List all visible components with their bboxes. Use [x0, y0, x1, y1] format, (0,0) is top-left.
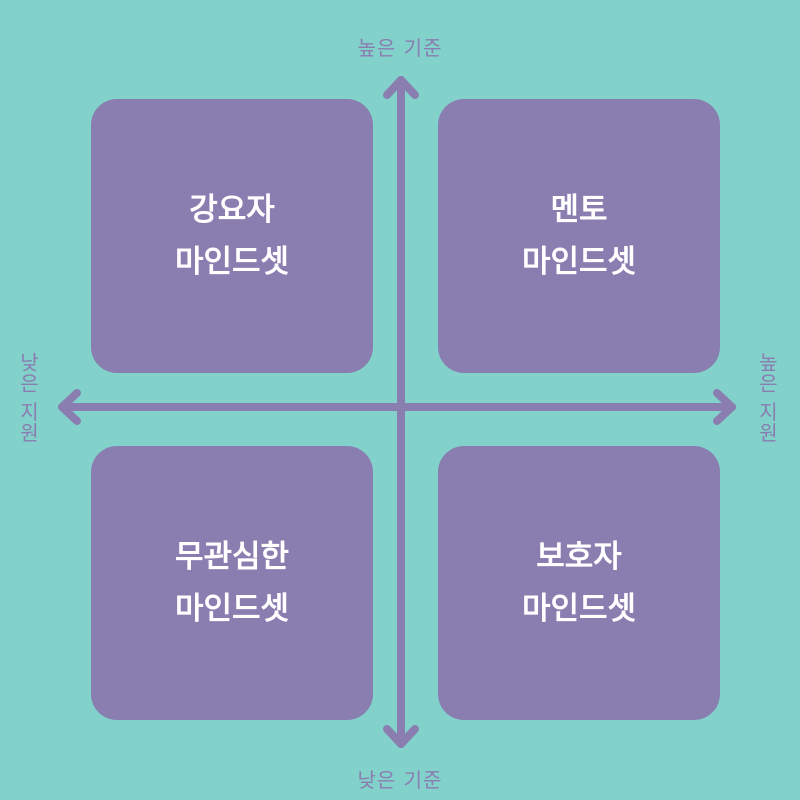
quadrant-subtitle: 마인드셋	[521, 591, 637, 627]
arrow-left-icon	[58, 389, 81, 425]
quadrant-title: 멘토	[550, 192, 608, 228]
quadrant-title: 보호자	[536, 539, 622, 575]
axis-label-high-support: 높은 지원	[755, 352, 779, 444]
quadrant-title: 무관심한	[174, 539, 290, 575]
quadrant-subtitle: 마인드셋	[174, 244, 290, 280]
axis-label-low-standard: 낮은 기준	[357, 768, 443, 792]
axis-label-low-support: 낮은 지원	[16, 352, 40, 444]
quadrant-title: 강요자	[189, 192, 275, 228]
quadrant-protector: 보호자 마인드셋	[438, 446, 720, 720]
quadrant-subtitle: 마인드셋	[174, 591, 290, 627]
quadrant-mentor: 멘토 마인드셋	[438, 99, 720, 373]
quadrant-subtitle: 마인드셋	[521, 244, 637, 280]
quadrant-indifferent: 무관심한 마인드셋	[91, 446, 373, 720]
quadrant-enforcer: 강요자 마인드셋	[91, 99, 373, 373]
axis-label-high-standard: 높은 기준	[357, 36, 443, 60]
arrow-down-icon	[383, 725, 419, 748]
arrow-right-icon	[713, 389, 736, 425]
arrow-up-icon	[383, 76, 419, 99]
